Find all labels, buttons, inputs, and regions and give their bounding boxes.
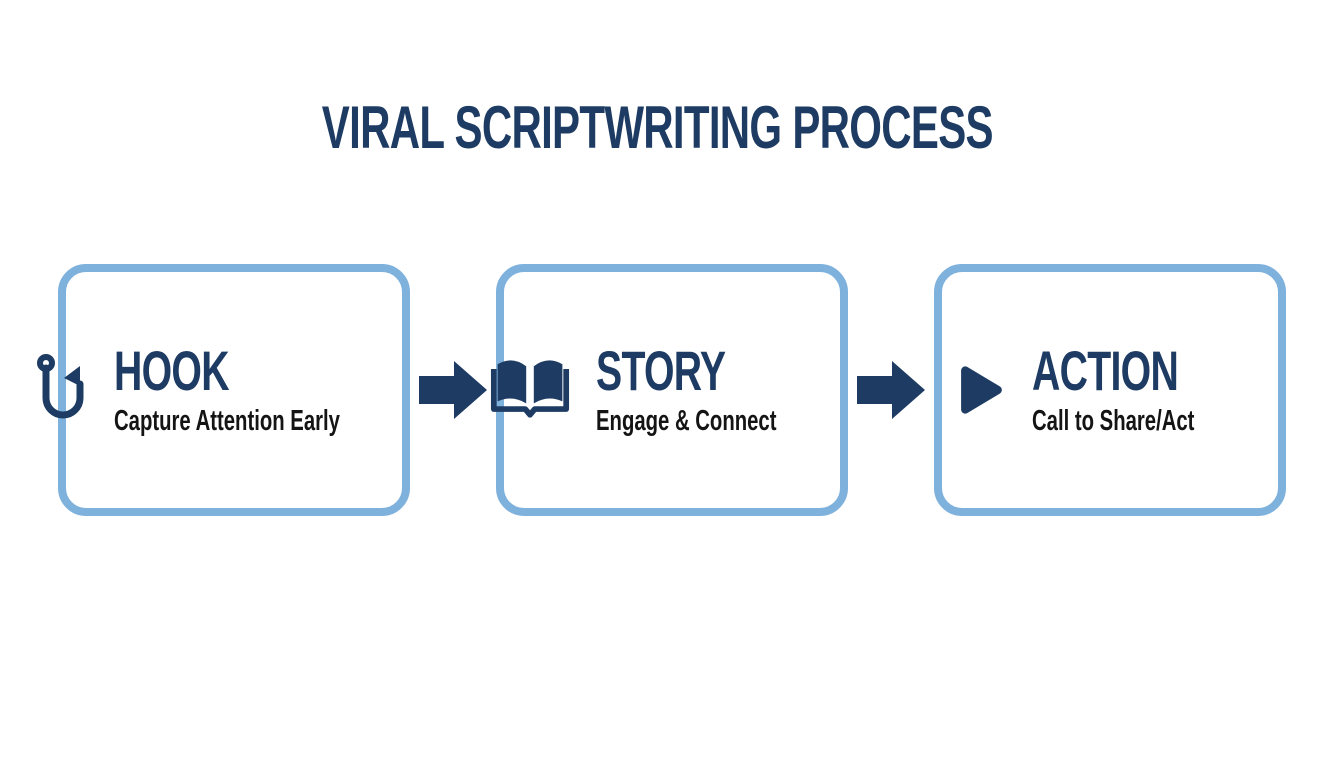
play-icon [956, 360, 1006, 420]
step-subtitle-hook: Capture Attention Early [113, 405, 340, 437]
arrow-right-icon [857, 360, 925, 420]
page-title-text: VIRAL SCRIPTWRITING PROCESS [321, 94, 993, 161]
step-box-action: ACTION Call to Share/Act [934, 264, 1286, 516]
step-box-story: STORY Engage & Connect [491, 264, 848, 516]
step-subtitle-action: Call to Share/Act [1031, 405, 1195, 437]
fish-hook-icon [32, 354, 88, 426]
process-flow: HOOK Capture Attention Early STORY Engag… [36, 264, 1286, 516]
step-text-story: STORY Engage & Connect [596, 339, 854, 438]
page-title: VIRAL SCRIPTWRITING PROCESS [0, 96, 1314, 160]
arrow-right-icon [419, 360, 487, 420]
step-title-action: ACTION [1031, 339, 1179, 402]
step-box-hook: HOOK Capture Attention Early [36, 264, 410, 516]
open-book-icon [490, 358, 570, 422]
step-title-hook: HOOK [113, 339, 229, 402]
step-title-story: STORY [596, 339, 726, 402]
step-text-hook: HOOK Capture Attention Early [113, 339, 437, 438]
step-text-action: ACTION Call to Share/Act [1031, 339, 1264, 438]
step-subtitle-story: Engage & Connect [596, 405, 777, 437]
